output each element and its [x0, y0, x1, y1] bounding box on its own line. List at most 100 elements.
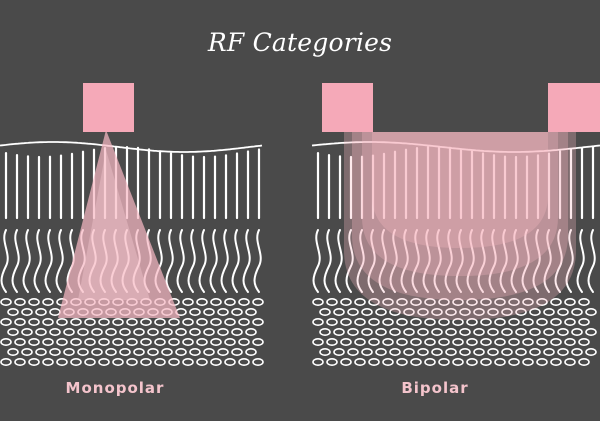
- bi-fat-cell: [564, 337, 576, 346]
- mono-fat-cell: [0, 357, 12, 366]
- mono-fat-cell: [84, 337, 96, 346]
- bi-fat-cell: [543, 327, 555, 336]
- bi-fat-cell: [459, 327, 471, 336]
- bi-fat-cell: [396, 297, 408, 306]
- mono-fat-cell: [126, 317, 138, 326]
- bi-fat-cell: [557, 307, 569, 316]
- bi-fat-cell: [382, 357, 394, 366]
- bi-fat-cell: [466, 297, 478, 306]
- bi-fat-cell: [515, 307, 527, 316]
- bi-fat-cell: [508, 297, 520, 306]
- bi-fat-cell: [347, 347, 359, 356]
- bi-fat-cell: [333, 347, 345, 356]
- bi-fat-cell: [396, 337, 408, 346]
- mono-fat-cell: [70, 357, 82, 366]
- bi-fat-cell: [312, 357, 324, 366]
- mono-fat-cell: [196, 357, 208, 366]
- bi-fat-cell: [480, 317, 492, 326]
- bi-fat-cell: [585, 347, 597, 356]
- mono-fat-cell: [168, 337, 180, 346]
- mono-fat-cell: [112, 337, 124, 346]
- monopolar-field-core: [78, 150, 150, 300]
- mono-wavy-fiber: [11, 229, 20, 293]
- mono-fat-cell: [252, 317, 264, 326]
- mono-fat-cell: [28, 337, 40, 346]
- bi-fat-cell: [333, 327, 345, 336]
- mono-wavy-fiber: [0, 229, 9, 293]
- mono-fat-cell: [42, 317, 54, 326]
- bi-fat-cell: [564, 317, 576, 326]
- bi-dermis-fibers: [316, 145, 595, 220]
- bi-fat-cell: [543, 347, 555, 356]
- bi-fat-cell: [424, 317, 436, 326]
- bi-wavy-fiber: [587, 229, 596, 293]
- bi-wavy-fiber: [532, 229, 541, 293]
- bi-fat-cell: [578, 317, 590, 326]
- bi-wavy-fiber: [444, 229, 453, 293]
- bi-fat-cell: [571, 347, 583, 356]
- bi-wavy-fiber: [543, 229, 552, 293]
- mono-wavy-fiber: [220, 229, 229, 293]
- mono-fat-cell: [112, 357, 124, 366]
- bi-fat-cell: [487, 327, 499, 336]
- bi-fat-cell: [389, 307, 401, 316]
- mono-fat-cell: [77, 347, 89, 356]
- mono-fat-cell: [98, 337, 110, 346]
- mono-fat-cell: [14, 337, 26, 346]
- mono-fat-cell: [0, 337, 12, 346]
- bi-fat-cell: [396, 357, 408, 366]
- bi-fat-cell: [354, 317, 366, 326]
- mono-fat-cell: [154, 357, 166, 366]
- bi-fat-cell: [319, 307, 331, 316]
- mono-fat-cell: [140, 357, 152, 366]
- bi-fat-cell: [501, 347, 513, 356]
- mono-fat-cell: [56, 337, 68, 346]
- mono-fat-cell: [49, 347, 61, 356]
- bi-fat-cell: [431, 307, 443, 316]
- bi-wavy-fiber: [477, 229, 486, 293]
- mono-fat-cell: [112, 317, 124, 326]
- bi-fat-cell: [326, 297, 338, 306]
- bipolar-electrode-right: [548, 83, 600, 132]
- mono-wavy-fiber: [242, 229, 251, 293]
- bi-fat-cell: [354, 357, 366, 366]
- mono-fat-cells: [0, 297, 264, 366]
- mono-fat-cell: [105, 347, 117, 356]
- mono-fat-cell: [161, 347, 173, 356]
- bi-fat-cell: [410, 297, 422, 306]
- mono-fat-cell: [231, 327, 243, 336]
- mono-fat-cell: [161, 327, 173, 336]
- mono-fat-cell: [175, 327, 187, 336]
- mono-fat-cell: [21, 347, 33, 356]
- mono-fat-cell: [35, 307, 47, 316]
- bi-fat-cell: [550, 337, 562, 346]
- monopolar-field: [58, 130, 180, 318]
- mono-fat-cell: [203, 347, 215, 356]
- bi-fat-cell: [410, 317, 422, 326]
- bi-fat-cell: [403, 347, 415, 356]
- bi-wavy-fiber: [466, 229, 475, 293]
- mono-fat-cell: [28, 357, 40, 366]
- bi-fat-cell: [557, 347, 569, 356]
- bi-fat-cell: [312, 317, 324, 326]
- mono-fat-cell: [182, 297, 194, 306]
- mono-fat-cell: [154, 337, 166, 346]
- mono-fat-cell: [238, 337, 250, 346]
- mono-fat-cell: [196, 337, 208, 346]
- bi-wavy-fiber: [378, 229, 387, 293]
- bi-fat-cell: [529, 327, 541, 336]
- mono-fat-cell: [140, 337, 152, 346]
- mono-fat-cell: [77, 327, 89, 336]
- mono-fat-cell: [14, 357, 26, 366]
- mono-fat-cell: [182, 357, 194, 366]
- mono-fat-cell: [252, 357, 264, 366]
- bipolar-panel: [311, 83, 600, 366]
- bi-fat-cell: [550, 297, 562, 306]
- diagram-title: RF Categories: [207, 28, 393, 57]
- mono-fat-cell: [231, 347, 243, 356]
- mono-fat-cell: [42, 337, 54, 346]
- bi-fat-cell: [361, 347, 373, 356]
- bi-fat-cell: [459, 347, 471, 356]
- mono-fat-cell: [231, 307, 243, 316]
- bi-fat-cell: [571, 327, 583, 336]
